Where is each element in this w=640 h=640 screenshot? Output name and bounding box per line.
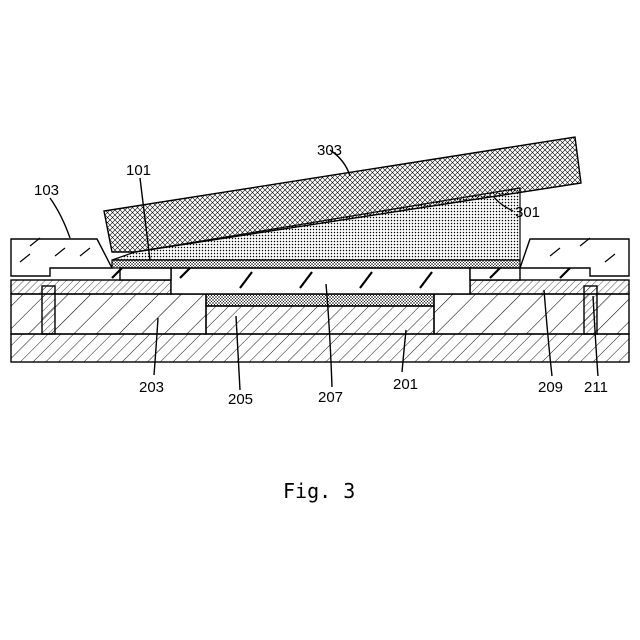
sidewall-103-right [520,238,629,276]
label-103: 103 [34,182,59,199]
layer-209-left [11,280,171,294]
label-203: 203 [139,379,164,396]
label-209: 209 [538,379,563,396]
electrode-203 [11,294,206,334]
sidewall-103-left [11,238,112,276]
label-303: 303 [317,142,342,159]
film-101 [112,260,520,268]
figure-caption: Fig. 3 [283,479,355,503]
label-207: 207 [318,389,343,406]
label-201: 201 [393,376,418,393]
electrode-right [434,294,629,334]
label-211: 211 [584,379,608,396]
layer-205 [206,294,434,306]
layer-209-right [470,280,629,294]
substrate-center-201 [206,306,434,334]
label-101: 101 [126,162,151,179]
substrate-201 [11,334,629,362]
label-301: 301 [515,204,540,221]
label-205: 205 [228,391,253,408]
